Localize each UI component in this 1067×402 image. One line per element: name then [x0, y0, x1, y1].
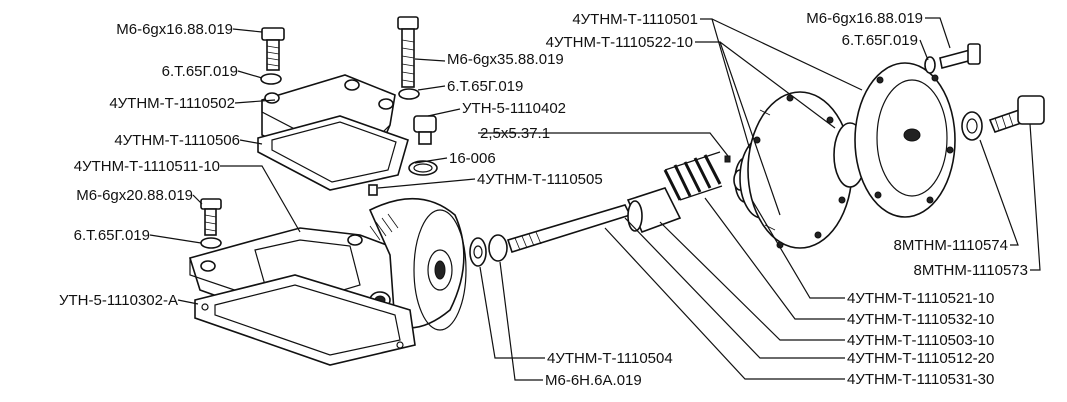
cover-gasket: [257, 115, 409, 191]
label-washer-lower-left: 6.Т.65Г.019: [74, 227, 150, 244]
label-pump-rod: 4УТНМ-Т-1110512-20: [847, 350, 994, 367]
spring-1110532: [663, 151, 723, 201]
label-washer-nut: 4УТНМ-Т-1110504: [547, 350, 673, 367]
pump-cover: [854, 62, 956, 218]
label-pump-housing: 4УТНМ-Т-1110511-10: [74, 158, 220, 175]
union-bolt-1110573: [988, 95, 1045, 133]
cup-1110503: [626, 187, 682, 234]
nut-m6-6h: [488, 234, 508, 262]
label-screw-2-5x5: 2,5х5.37.1: [480, 125, 550, 142]
label-bolt-m6x35: М6-6gх35.88.019: [447, 51, 564, 68]
leader-lines: [149, 17, 1041, 381]
bolt-m6x16-right: [939, 43, 981, 69]
label-bolt-m6x20: М6-6gх20.88.019: [76, 187, 193, 204]
base-gasket: [194, 274, 416, 366]
washer-m6x35: [398, 88, 420, 100]
label-pump-cover: 4УТНМ-Т-1110501: [572, 11, 698, 28]
label-washer-top-right: 6.Т.65Г.019: [842, 32, 918, 49]
label-bolt-m6x16-left: М6-6gх16.88.019: [116, 21, 233, 38]
screw-2-5x5: [724, 155, 731, 163]
label-nut-1110574: 8МТНМ-1110574: [894, 237, 1009, 254]
part-labels: М6-6gх16.88.019 6.Т.65Г.019 4УТНМ-Т-1110…: [59, 10, 1028, 389]
label-nut-m6: М6-6Н.6А.019: [545, 372, 642, 389]
washer-top-right: [924, 56, 936, 74]
plug-utn5: [413, 115, 437, 145]
label-union-bolt: 8МТНМ-1110573: [914, 262, 1029, 279]
label-diaphragm-assembly: 4УТНМ-Т-1110521-10: [847, 290, 994, 307]
label-plug: УТН-5-1110402: [462, 100, 566, 117]
label-pin: 4УТНМ-Т-1110505: [477, 171, 603, 188]
label-cover-plate: 4УТНМ-Т-1110502: [109, 95, 235, 112]
diaphragm-plate: [747, 91, 853, 249]
pump-rod: [506, 204, 632, 253]
washer-top-left: [260, 73, 282, 85]
label-rod-assembly: 4УТНМ-Т-1110531-30: [847, 371, 994, 388]
washer-nut-1110504: [469, 237, 487, 267]
label-diaphragm-plate: 4УТНМ-Т-1110522-10: [546, 34, 693, 51]
label-ring: 16-006: [449, 150, 496, 167]
bolt-m6x20: [200, 198, 222, 236]
label-spring: 4УТНМ-Т-1110532-10: [847, 311, 994, 328]
label-base-gasket: УТН-5-1110302-А: [59, 292, 178, 309]
pin-1110505: [368, 184, 378, 196]
bolt-m6x16-left: [261, 27, 285, 71]
label-bolt-m6x16-right: М6-6gх16.88.019: [806, 10, 923, 27]
label-washer-m6x35: 6.Т.65Г.019: [447, 78, 523, 95]
nut-1110574: [961, 111, 983, 141]
washer-lower-left: [200, 237, 222, 249]
label-washer-top-left: 6.Т.65Г.019: [162, 63, 238, 80]
label-cover-gasket: 4УТНМ-Т-1110506: [114, 132, 240, 149]
label-cup: 4УТНМ-Т-1110503-10: [847, 332, 994, 349]
ring-16-006: [408, 160, 438, 176]
bolt-m6x35: [397, 16, 419, 88]
